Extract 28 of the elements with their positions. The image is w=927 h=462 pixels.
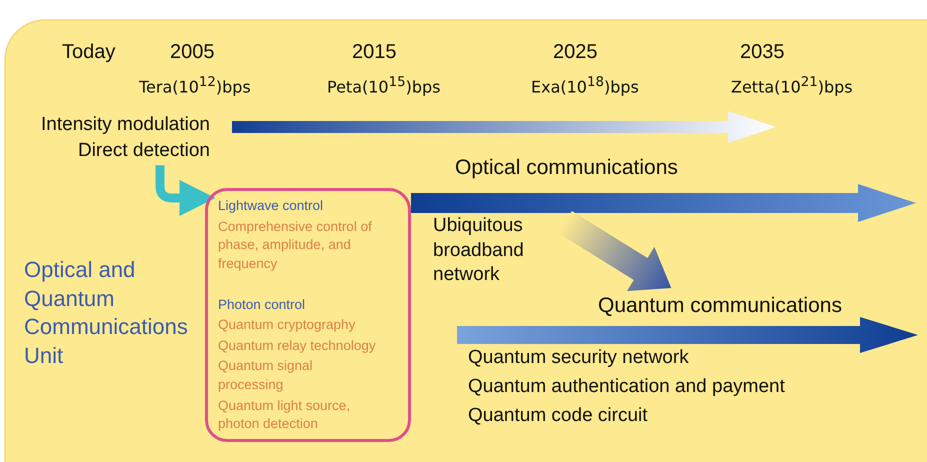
- year-heading: 2005: [170, 41, 214, 64]
- heading: Lightwave control: [218, 197, 324, 215]
- heading-text: Quantum communications: [598, 292, 868, 320]
- heading: Photon control: [218, 296, 306, 314]
- list-item: Quantum light source, photon detection: [218, 396, 352, 434]
- year-heading: 2015: [352, 41, 396, 64]
- speed-label: Zetta(10$^{21}$)bps: [731, 75, 853, 96]
- arrow: [232, 111, 776, 143]
- list-item: Quantum cryptography: [218, 316, 356, 334]
- unit-title: Optical and Quantum Communications Unit: [24, 256, 189, 370]
- application-text: Quantum security network: [468, 347, 689, 369]
- application-text: Quantum authentication and payment: [468, 376, 785, 398]
- year-heading: 2035: [740, 41, 784, 64]
- list-item: Quantum signal processing: [218, 357, 314, 394]
- list-item: Quantum relay technology: [218, 336, 377, 355]
- speed-label: Exa(10$^{18}$)bps: [531, 75, 639, 96]
- arrow: [411, 184, 916, 222]
- application-text: Quantum code circuit: [468, 405, 648, 427]
- year-heading: Today: [62, 41, 116, 64]
- rounded-box: [205, 188, 411, 442]
- arrow: [558, 211, 672, 292]
- year-heading: 2025: [553, 41, 598, 64]
- description-text: Ubiquitous broadband network: [433, 214, 525, 288]
- speed-label: Tera(10$^{12}$)bps: [139, 75, 251, 96]
- source-text: Intensity modulation Direct detection: [20, 112, 210, 164]
- description-text: Comprehensive control of phase, amplitude, and frequency: [218, 218, 373, 273]
- speed-label: Peta(10$^{15}$)bps: [327, 75, 440, 96]
- edge-label: Optical communications: [455, 156, 678, 180]
